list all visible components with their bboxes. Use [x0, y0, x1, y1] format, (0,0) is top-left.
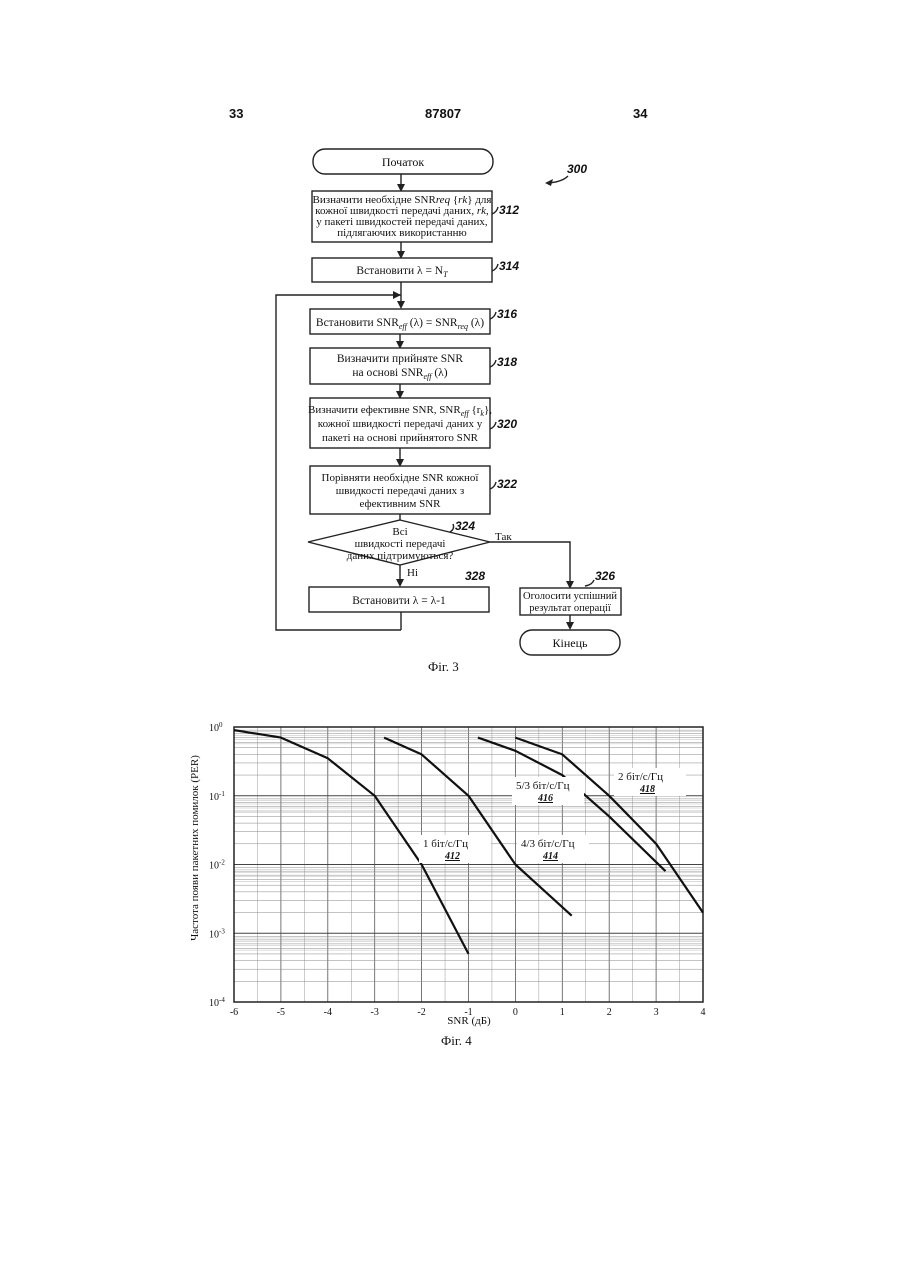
step-328-label: Встановити λ = λ-1 — [352, 595, 446, 607]
series-name-416: 5/3 біт/с/Гц — [516, 780, 570, 792]
ref-320: 320 — [497, 417, 517, 431]
start-label: Початок — [382, 155, 424, 169]
loop-back-line — [276, 295, 401, 630]
ref-300-arrowhead — [545, 179, 553, 186]
x-tick-label: -5 — [277, 1007, 285, 1018]
y-tick-label: 10-3 — [209, 927, 225, 940]
ref-324-leader — [450, 524, 454, 532]
x-tick-label: -6 — [230, 1007, 238, 1018]
x-tick-label: -4 — [324, 1007, 332, 1018]
ref-312: 312 — [499, 203, 519, 217]
x-tick-label: 3 — [654, 1007, 659, 1018]
series-name-418: 2 біт/с/Гц — [618, 771, 663, 783]
decision-324-line1: Всі — [392, 526, 407, 538]
series-name-412: 1 біт/с/Гц — [423, 838, 468, 850]
ref-316: 316 — [497, 307, 517, 321]
y-tick-label: 100 — [209, 721, 223, 734]
x-tick-label: 0 — [513, 1007, 518, 1018]
series-ref-414: 414 — [542, 851, 558, 862]
x-tick-label: 4 — [701, 1007, 706, 1018]
chart-series-labels: 1 біт/с/Гц412 4/3 біт/с/Гц414 5/3 біт/с/Гц… — [419, 768, 686, 863]
step-326-line2: результат операції — [529, 603, 611, 614]
ref-322: 322 — [497, 477, 517, 491]
step-318-line2: на основі SNReff (λ) — [352, 367, 447, 381]
step-322-line1: Порівняти необхідне SNR кожної — [322, 472, 480, 484]
ref-324: 324 — [455, 519, 475, 533]
y-tick-label: 10-4 — [209, 996, 225, 1009]
y-axis-label: Частота появи пакетних помилок (PER) — [189, 755, 201, 941]
loop-arrowhead — [393, 291, 401, 299]
yes-connector — [490, 542, 570, 587]
ref-320-leader — [490, 422, 496, 429]
arrowhead — [566, 622, 574, 630]
step-322-line3: ефективним SNR — [360, 498, 442, 510]
series-name-414: 4/3 біт/с/Гц — [521, 838, 575, 850]
per-chart: -6-5-4-3-2-10123410010-110-210-310-4 1 б… — [0, 700, 900, 1060]
fig4-caption: Фіг. 4 — [441, 1033, 472, 1049]
step-318-line1: Визначити прийняте SNR — [337, 353, 464, 365]
decision-324-line3: даних підтримуються? — [347, 550, 454, 562]
ref-328: 328 — [465, 569, 485, 583]
decision-no-label: Ні — [407, 567, 418, 579]
ref-322-leader — [490, 482, 496, 489]
series-ref-416: 416 — [537, 793, 553, 804]
x-axis-label: SNR (дБ) — [447, 1015, 491, 1027]
decision-324-line2: швидкості передачі — [355, 538, 446, 550]
step-322-line2: швидкості передачі даних з — [336, 485, 464, 497]
y-tick-label: 10-2 — [209, 859, 225, 872]
step-312-line4: підлягаючих використанню — [337, 227, 466, 239]
ref-312-leader — [492, 207, 498, 214]
x-tick-label: -2 — [417, 1007, 425, 1018]
arrowhead — [396, 579, 404, 587]
ref-326-leader — [585, 580, 594, 586]
step-320-line3: пакеті на основі прийнятого SNR — [322, 432, 479, 444]
fig3-caption: Фіг. 3 — [428, 659, 459, 675]
chart-ticks: -6-5-4-3-2-10123410010-110-210-310-4 — [209, 721, 706, 1018]
ref-326: 326 — [595, 569, 615, 583]
ref-316-leader — [490, 312, 496, 319]
step-314-label: Встановити λ = NT — [356, 265, 448, 279]
x-tick-label: 1 — [560, 1007, 565, 1018]
step-326-line1: Оголосити успішний — [523, 591, 617, 602]
ref-314-leader — [492, 264, 498, 271]
flowchart-figure: 300 Початок Визначити необхідне SNRreq {… — [0, 0, 900, 700]
step-320-line2: кожної швидкості передачі даних у — [318, 418, 483, 430]
end-label: Кінець — [553, 636, 589, 650]
x-tick-label: 2 — [607, 1007, 612, 1018]
series-ref-412: 412 — [444, 851, 460, 862]
figure-ref-300: 300 — [567, 162, 587, 176]
decision-yes-label: Так — [495, 531, 512, 543]
x-tick-label: -3 — [371, 1007, 379, 1018]
arrowhead — [397, 301, 405, 309]
series-ref-418: 418 — [639, 784, 655, 795]
ref-318: 318 — [497, 355, 517, 369]
y-tick-label: 10-1 — [209, 790, 225, 803]
ref-314: 314 — [499, 259, 519, 273]
ref-318-leader — [490, 360, 496, 367]
